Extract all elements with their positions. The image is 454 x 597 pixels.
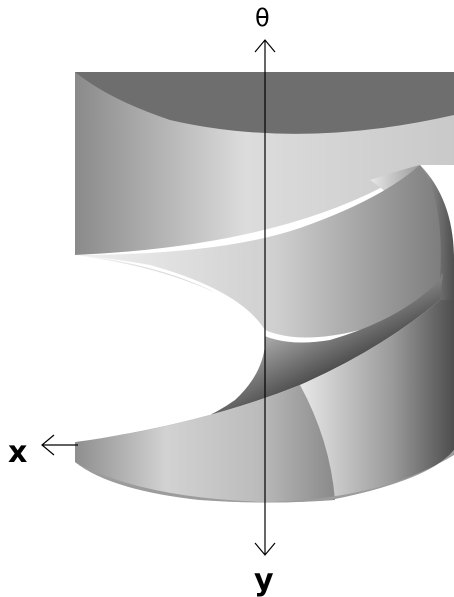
x-axis-label: x: [8, 435, 27, 470]
theta-axis-label: θ: [255, 4, 270, 32]
hollow-cutout: [75, 255, 266, 442]
bottom-shell: [75, 385, 335, 503]
helical-ramp-upper: [75, 165, 441, 338]
helical-inner-surface: [75, 255, 443, 442]
y-arrowhead: [254, 542, 276, 556]
y-axis-label: y: [254, 563, 274, 597]
x-arrowhead: [41, 434, 55, 456]
lower-right-shell: [300, 300, 454, 500]
theta-arrowhead: [254, 39, 276, 53]
